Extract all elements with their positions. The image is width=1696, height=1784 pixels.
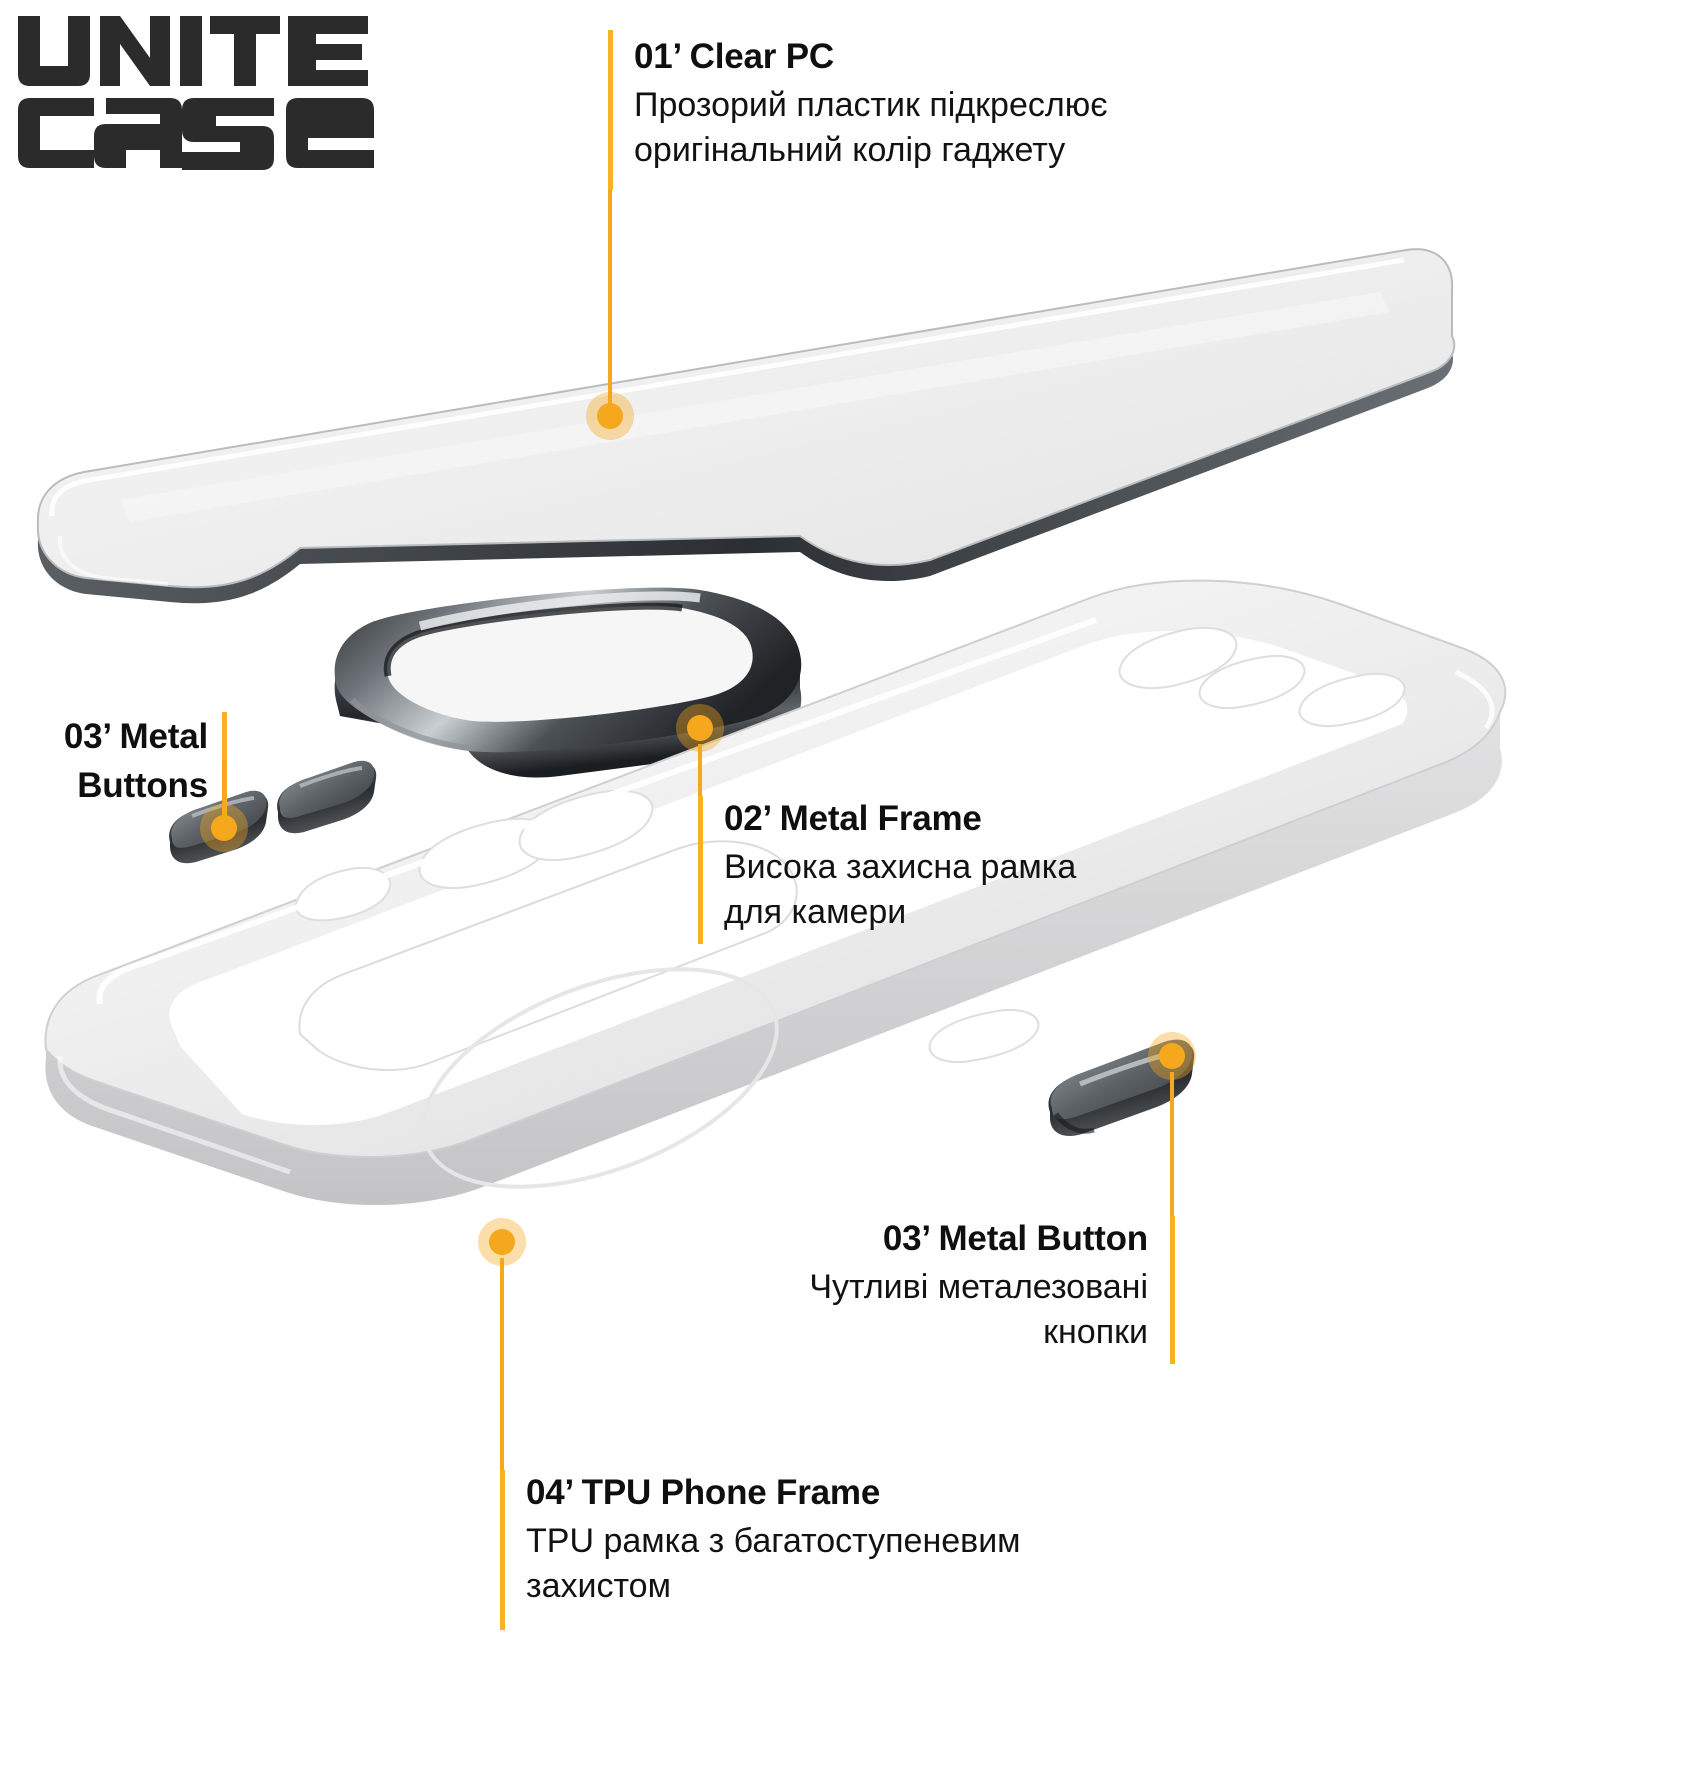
callout-title-metal-buttons-line2: Buttons: [77, 766, 208, 806]
callout-desc-metal-frame-line2: для камери: [724, 893, 907, 932]
marker-dot-metal-buttons: [200, 804, 248, 852]
callout-title-metal-button: 03’ Metal Button: [882, 1219, 1148, 1258]
callout-metal-buttons: 03’ Metal Buttons: [0, 714, 208, 812]
leader-line-metal-buttons: [222, 760, 226, 824]
part-metal-button-volume-down: [277, 760, 377, 834]
callout-title-metal-buttons-line1: 03’ Metal: [63, 717, 208, 756]
callout-rule-metal-button: [1170, 1216, 1175, 1364]
part-tpu-frame: [44, 579, 1507, 1206]
leader-line-tpu-frame: [500, 1258, 504, 1470]
callout-desc-clear-pc-line2: оригінальний колір гаджету: [634, 131, 1066, 170]
callout-tpu-frame: 04’ TPU Phone Frame TPU рамка з багатост…: [526, 1470, 1186, 1610]
marker-dot-clear-pc: [586, 392, 634, 440]
callout-rule-tpu-frame: [500, 1470, 505, 1630]
part-clear-pc-panel: [36, 248, 1456, 604]
leader-line-metal-button: [1170, 1072, 1174, 1216]
callout-rule-metal-frame: [698, 796, 703, 944]
callout-title-metal-frame: 02’ Metal Frame: [724, 799, 982, 838]
leader-line-clear-pc: [608, 190, 612, 412]
callout-desc-metal-frame-line1: Висока захисна рамка: [724, 848, 1077, 887]
callout-metal-button: 03’ Metal Button Чутливі металезовані кн…: [620, 1216, 1148, 1356]
brand-logo: [18, 16, 374, 170]
callout-desc-clear-pc-line1: Прозорий пластик підкреслює: [634, 86, 1108, 125]
callout-clear-pc: 01’ Clear PC Прозорий пластик підкреслює…: [634, 34, 1274, 174]
callout-desc-metal-button-line1: Чутливі металезовані: [809, 1268, 1148, 1307]
callout-desc-metal-button-line2: кнопки: [1043, 1313, 1148, 1352]
callout-title-tpu-frame: 04’ TPU Phone Frame: [526, 1473, 881, 1512]
callout-title-clear-pc: 01’ Clear PC: [634, 37, 834, 76]
callout-desc-tpu-frame-line1: TPU рамка з багатоступеневим: [526, 1522, 1021, 1561]
callout-rule-clear-pc: [608, 30, 613, 190]
callout-metal-frame: 02’ Metal Frame Висока захисна рамка для…: [724, 796, 1244, 936]
callout-desc-tpu-frame-line2: захистом: [526, 1567, 671, 1606]
